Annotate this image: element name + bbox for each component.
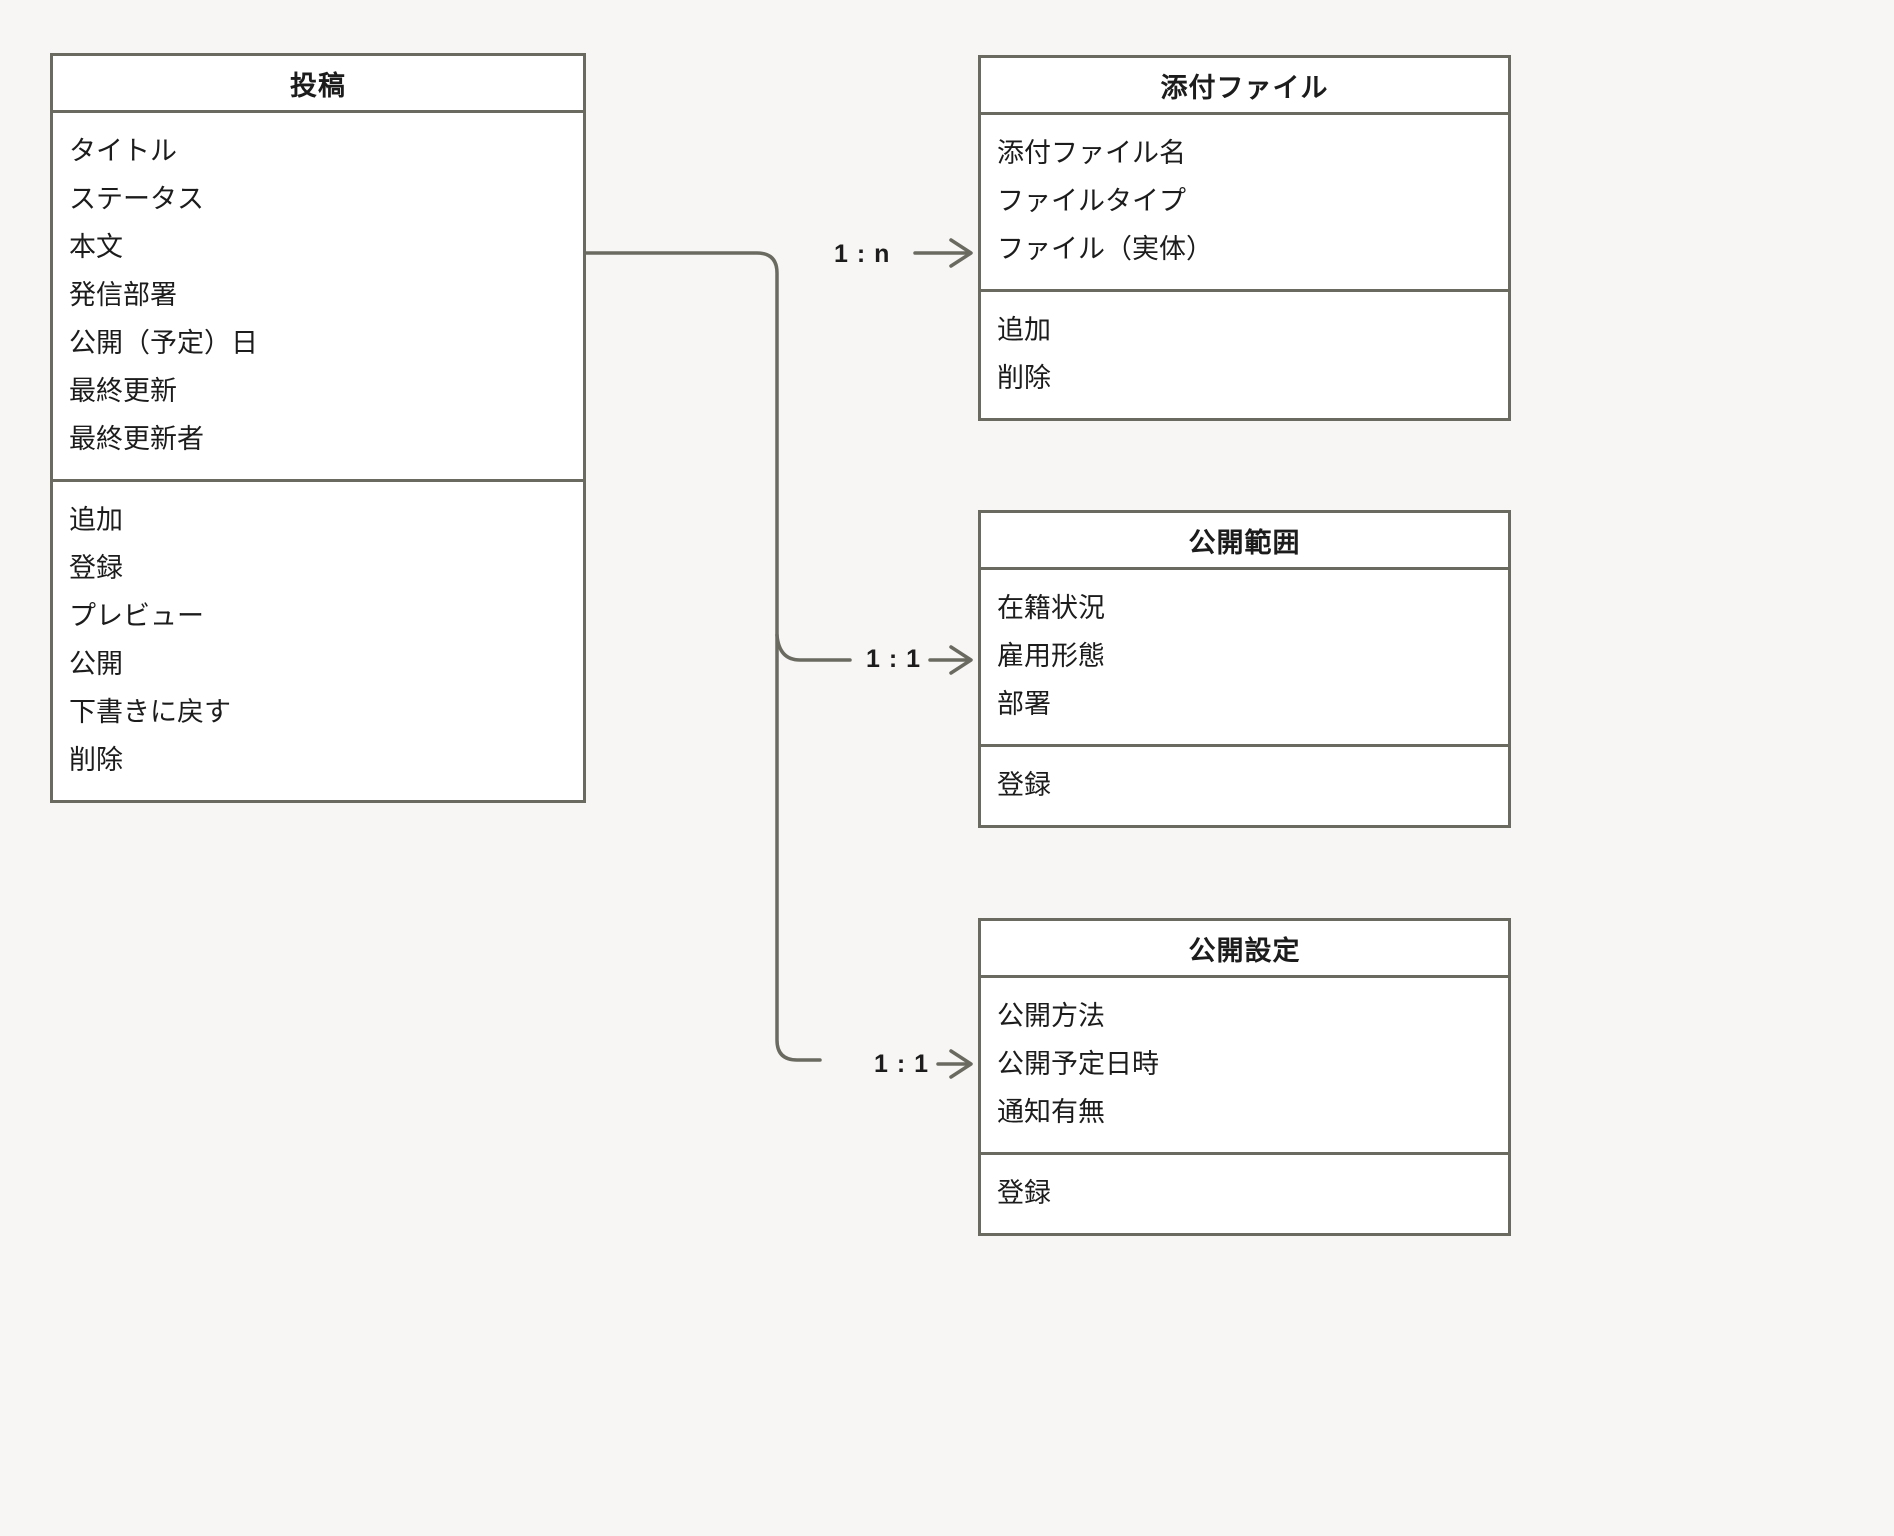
operations-section-tenpu-file: 追加 削除: [981, 289, 1508, 418]
attribute-row: 公開方法: [997, 1001, 1105, 1031]
operation-row: 登録: [997, 770, 1051, 800]
attributes-section-koukai-hani: 在籍状況 雇用形態 部署: [981, 570, 1508, 744]
operation-row: 追加: [69, 505, 123, 535]
operations-section-toukou: 追加 登録 プレビュー 公開 下書きに戻す 削除: [53, 479, 583, 800]
operation-row: 登録: [997, 1178, 1051, 1208]
relation-label-tenpu-file: 1 : n: [834, 240, 891, 268]
operation-row: 追加: [997, 315, 1051, 345]
arrow-to-koukai-hani: [928, 645, 973, 675]
attribute-row: ファイル（実体）: [997, 234, 1213, 264]
attributes-section-koukai-settei: 公開方法 公開予定日時 通知有無: [981, 978, 1508, 1152]
attribute-row: 添付ファイル名: [997, 138, 1186, 168]
operation-row: 登録: [69, 553, 123, 583]
operation-row: 削除: [997, 363, 1051, 393]
attribute-row: ステータス: [69, 184, 204, 214]
attribute-row: 発信部署: [69, 280, 177, 310]
class-title-toukou: 投稿: [53, 56, 583, 113]
attribute-row: 在籍状況: [997, 593, 1105, 623]
class-box-koukai-hani[interactable]: 公開範囲 在籍状況 雇用形態 部署 登録: [978, 510, 1511, 828]
operation-row: 公開: [69, 649, 123, 679]
connector-branch-koukai-hani: [775, 633, 852, 662]
attribute-row: 本文: [69, 232, 123, 262]
attribute-row: タイトル: [69, 136, 177, 166]
attribute-row: 公開予定日時: [997, 1049, 1159, 1079]
class-title-tenpu-file: 添付ファイル: [981, 58, 1508, 115]
class-box-koukai-settei[interactable]: 公開設定 公開方法 公開予定日時 通知有無 登録: [978, 918, 1511, 1236]
relation-label-koukai-hani: 1 : 1: [866, 645, 922, 673]
attribute-row: 最終更新: [69, 376, 177, 406]
class-box-toukou[interactable]: 投稿 タイトル ステータス 本文 発信部署 公開（予定）日 最終更新 最終更新者…: [50, 53, 586, 803]
class-title-koukai-settei: 公開設定: [981, 921, 1508, 978]
operations-section-koukai-settei: 登録: [981, 1152, 1508, 1233]
connector-trunk: [584, 251, 822, 1062]
attributes-section-toukou: タイトル ステータス 本文 発信部署 公開（予定）日 最終更新 最終更新者: [53, 113, 583, 479]
attribute-row: 通知有無: [997, 1097, 1105, 1127]
attribute-row: 雇用形態: [997, 641, 1105, 671]
operation-row: 削除: [69, 745, 123, 775]
attribute-row: ファイルタイプ: [997, 186, 1186, 216]
attribute-row: 最終更新者: [69, 424, 204, 454]
arrow-to-koukai-settei: [936, 1049, 973, 1079]
class-box-tenpu-file[interactable]: 添付ファイル 添付ファイル名 ファイルタイプ ファイル（実体） 追加 削除: [978, 55, 1511, 421]
relation-label-koukai-settei: 1 : 1: [874, 1050, 930, 1078]
class-title-koukai-hani: 公開範囲: [981, 513, 1508, 570]
attributes-section-tenpu-file: 添付ファイル名 ファイルタイプ ファイル（実体）: [981, 115, 1508, 289]
arrow-to-tenpu-file: [913, 238, 973, 268]
operations-section-koukai-hani: 登録: [981, 744, 1508, 825]
attribute-row: 部署: [997, 689, 1051, 719]
attribute-row: 公開（予定）日: [69, 328, 258, 358]
operation-row: プレビュー: [69, 601, 204, 631]
operation-row: 下書きに戻す: [69, 697, 231, 727]
